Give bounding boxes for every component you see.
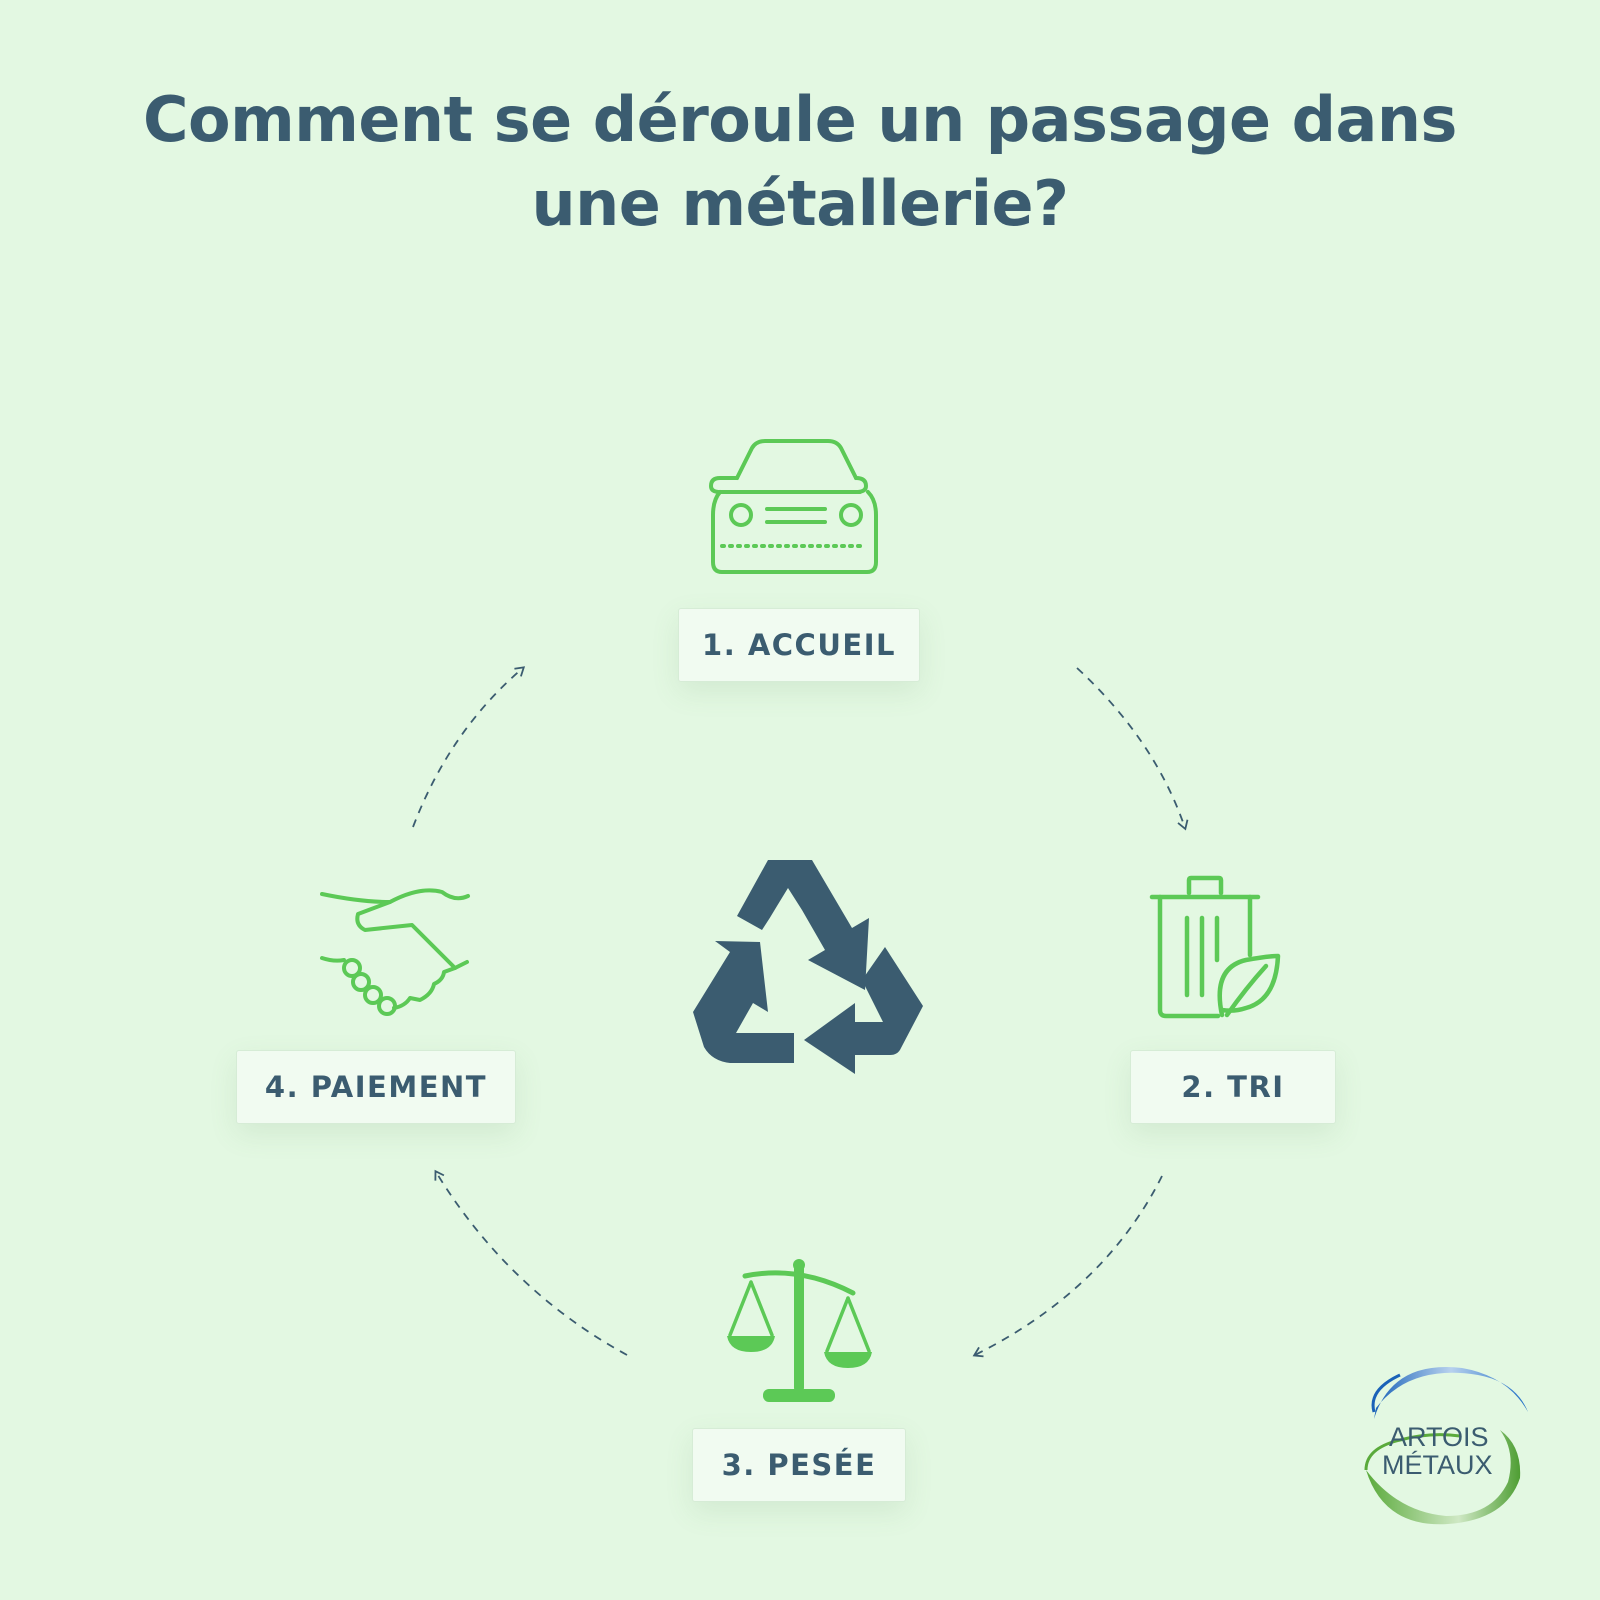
title-line-1: Comment se déroule un passage dans <box>143 83 1457 156</box>
scale-icon <box>727 1259 872 1402</box>
logo-line-1: ARTOIS <box>1389 1422 1489 1452</box>
arrow-accueil-to-tri <box>1076 667 1189 831</box>
handshake-icon <box>320 888 470 1016</box>
trash-bin-leaf-icon <box>1149 875 1281 1019</box>
step-accueil-label: 1. ACCUEIL <box>678 608 920 682</box>
step-paiement-label: 4. PAIEMENT <box>236 1050 516 1124</box>
arrow-pesee-to-paiement <box>434 1169 628 1356</box>
title-line-2: une métallerie? <box>531 167 1069 240</box>
logo-line-2: MÉTAUX <box>1382 1450 1493 1480</box>
company-logo: ARTOIS MÉTAUX <box>1364 1367 1528 1525</box>
recycle-icon <box>693 860 923 1074</box>
step-pesee-label: 3. PESÉE <box>692 1428 906 1502</box>
step-tri-label: 2. TRI <box>1130 1050 1336 1124</box>
arrow-paiement-to-accueil <box>412 666 526 828</box>
car-icon <box>709 439 878 574</box>
page-title: Comment se déroule un passage dans une m… <box>0 78 1600 246</box>
arrow-tri-to-pesee <box>972 1175 1163 1358</box>
